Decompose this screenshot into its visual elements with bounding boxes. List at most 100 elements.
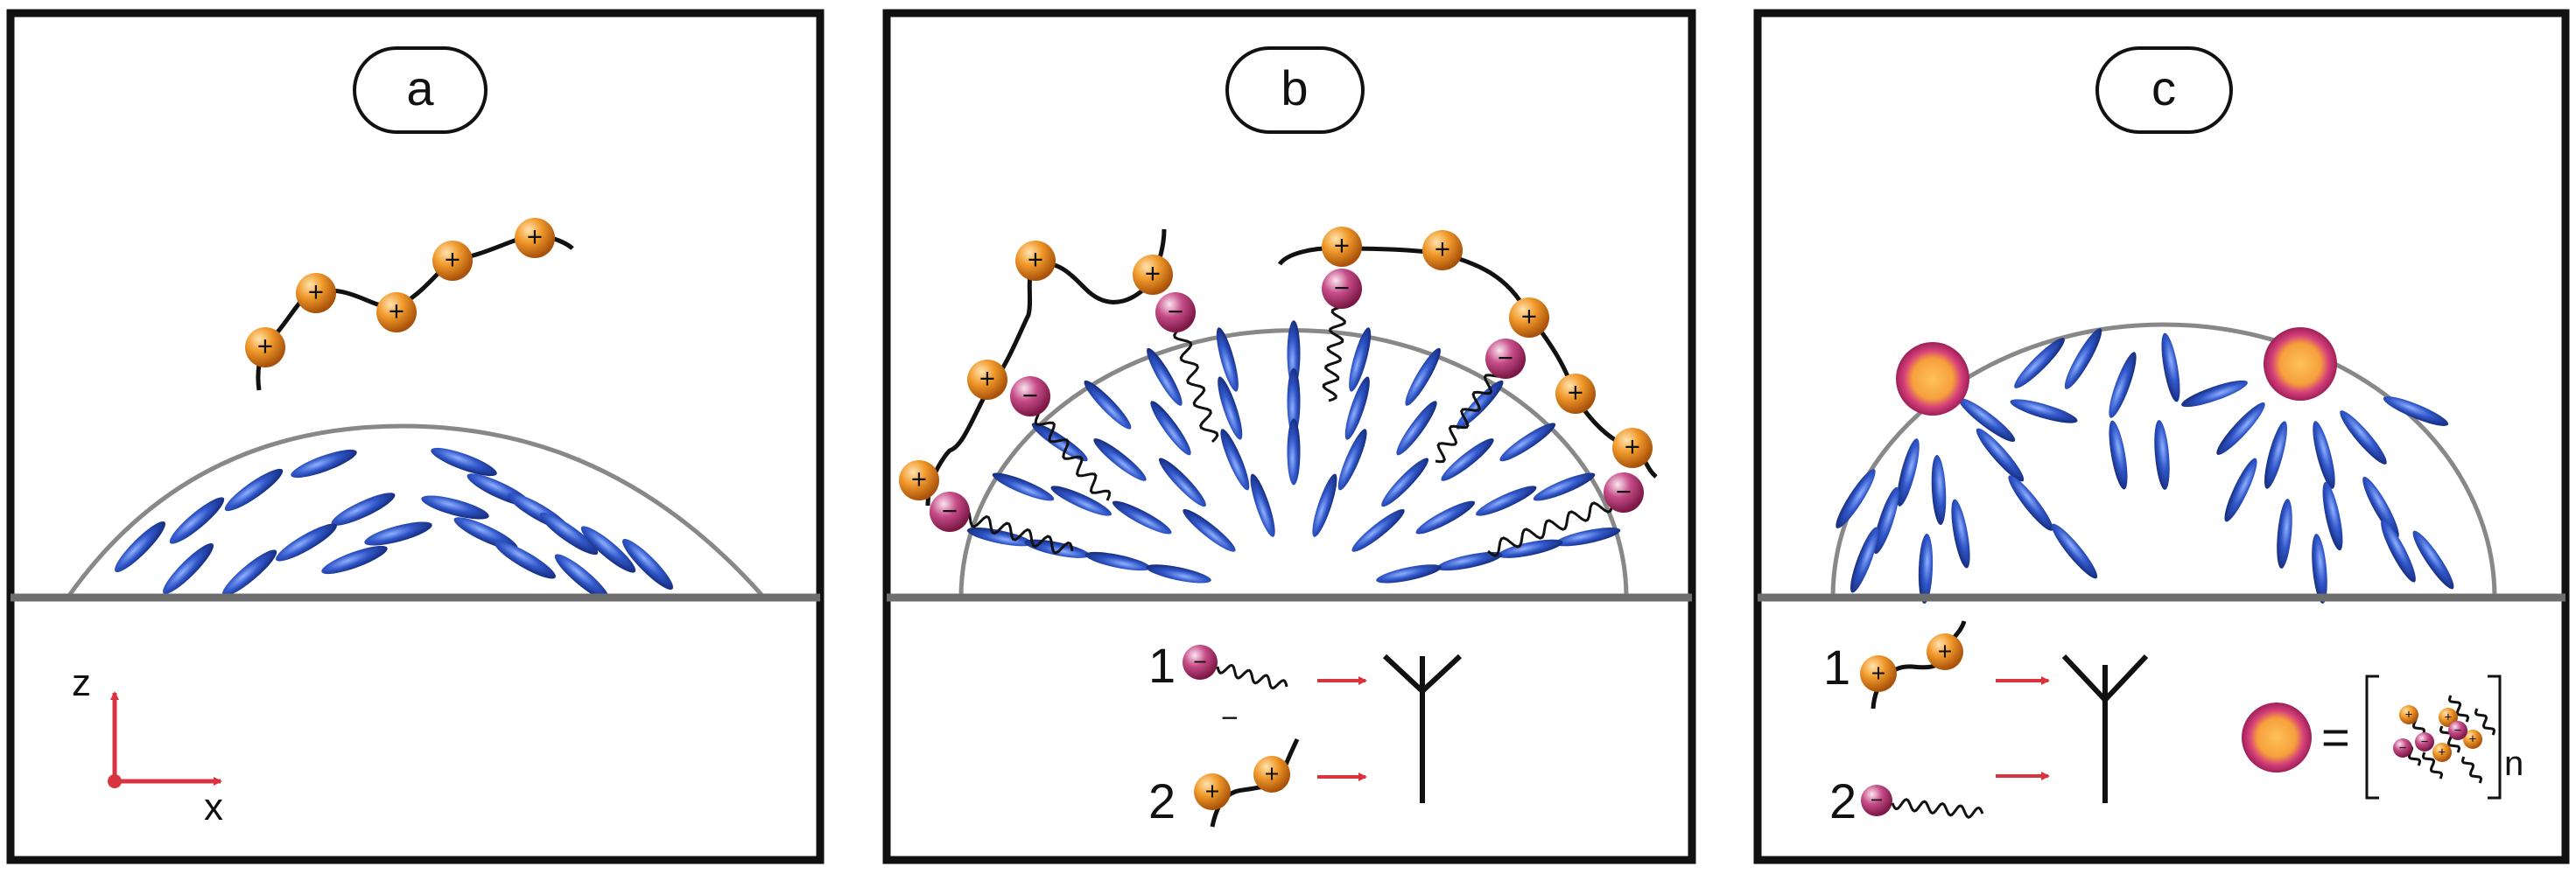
lc-crystal [622,539,673,590]
legend-c-cluster [2242,703,2312,773]
lc-crystal [2051,523,2098,579]
polycation-beads-a: +++++ [245,218,555,367]
lc-crystal [276,523,337,562]
polycation-bead-sign: + [1521,302,1537,332]
lc-crystal [431,447,497,477]
legend-c-item1-bead-1-sign: + [1871,660,1886,688]
lc-crystal [1533,472,1596,501]
lc-crystal [554,554,610,601]
charged-beads-b: ++−+−+−+−++−++− [899,227,1653,532]
panel-a-label: a [406,60,434,115]
legend-c-mini-minus-bead-body [2415,732,2434,752]
polycation-bead-sign: + [979,364,995,395]
polycation-bead: + [245,327,285,367]
polycation-bead: + [376,292,417,332]
polyanion-bead-body [1155,292,1196,332]
lc-crystal [2008,475,2053,531]
axis-origin [108,774,122,788]
legend-c-mini-minus-bead-body [2448,721,2467,740]
legend-b-item2-bead-2: + [1253,756,1290,793]
polyanion-bead-sign: − [1168,297,1183,327]
polycation-bead-sign: + [445,245,460,276]
lc-crystal [2216,402,2265,455]
lc-crystal [2340,410,2387,465]
polyanion-bead-sign: − [1334,273,1350,304]
droplet-c-outline [1830,322,2497,598]
lc-crystal [1850,527,1878,593]
polyanion-bead-sign: − [1022,381,1038,411]
legend-c-mini-plus-bead-sign: + [2405,709,2413,723]
legend-c-mini-plus-bead: + [2432,743,2452,762]
legend-c-mini-plus-bead-body [2432,743,2452,762]
complex-cluster-right [2264,327,2337,401]
panel-c-label-box [2095,46,2233,134]
lc-crystal [331,493,396,526]
lc-crystal [1499,423,1556,462]
polycation-bead-sign: + [1435,234,1450,265]
legend-b-item1-bead-body [1183,645,1218,680]
lc-crystal [2313,421,2335,489]
legend-c-mini-minus-bead-body [2393,738,2412,758]
polycation-bead-body [967,360,1007,400]
legend-c-mini-tail [2461,756,2482,784]
polycation-bead-body [432,241,473,281]
legend-c-bracket-right [2488,675,2502,800]
legend-b-charge-mark: − [1221,702,1239,735]
polycation-bead-body [899,460,939,500]
complex-cluster-left [1896,342,1969,416]
legend-b-item2-bead-2-sign: + [1265,760,1280,788]
legend-b-item2-number: 2 [1148,773,1176,829]
polycation-bead: + [1133,255,1173,295]
legend-c-mini-minus-bead-sign: − [2421,736,2429,750]
polycation-bead: + [1555,374,1596,414]
legend-c-mini-minus-bead-sign: − [2454,724,2462,738]
polycation-bead-sign: + [1568,378,1583,409]
panel-b-label-box [1225,46,1365,134]
lc-crystal [1897,438,1920,507]
lc-crystal [1497,539,1563,558]
polyanion-bead-sign: − [1498,343,1513,374]
axis-indicator: z x [72,661,223,829]
polycation-chain-b-left [925,228,1167,507]
lc-crystal [1084,551,1151,571]
legend-b-item2-bead-1-body [1194,773,1231,810]
legend-c-mini-minus-bead: − [2393,738,2412,758]
legend-b-item2-bead-2-body [1253,756,1290,793]
lc-crystal [1337,429,1367,491]
lc-crystal [1456,380,1504,430]
legend-c-mini-tail [2474,708,2495,736]
lc-crystal [2322,481,2343,551]
legend-c-equals: = [2321,710,2350,765]
legend-c-mini-minus-bead-sign: − [2399,742,2407,756]
legend-c: 1 2 = +++−+−− n ++− [1823,620,2523,829]
legend-c-subscript: n [2504,745,2523,783]
lc-crystal [580,526,636,573]
lc-crystal [321,545,388,575]
lc-crystal [1031,423,1088,462]
lc-crystal [1146,564,1211,584]
polyanion-tail [1435,356,1506,464]
polycation-bead-sign: + [1334,231,1350,262]
crystal-field-c [1835,328,2454,604]
panel-a-frame [6,9,825,864]
polycation-bead: + [1509,297,1549,338]
legend-c-item2-bead: − [1861,785,1892,816]
polycation-bead-body [1555,374,1596,414]
polyanion-tail [1487,493,1625,557]
polycation-bead-body [296,273,336,313]
crystal-field-a [115,447,673,601]
lc-crystal [966,528,1033,547]
lc-crystal [2014,338,2065,388]
polycation-bead: + [1015,241,1056,281]
lc-crystal [2362,476,2399,539]
polycation-bead-body [1322,227,1362,267]
polyanion-bead: − [1010,376,1050,416]
polycation-bead: + [967,360,1007,400]
lc-crystal [1158,458,1206,507]
polyanion-bead: − [930,492,970,532]
lc-crystal [1344,376,1370,440]
lc-crystal [115,521,165,572]
lc-crystal [364,521,432,546]
lc-crystal [1405,347,1441,406]
